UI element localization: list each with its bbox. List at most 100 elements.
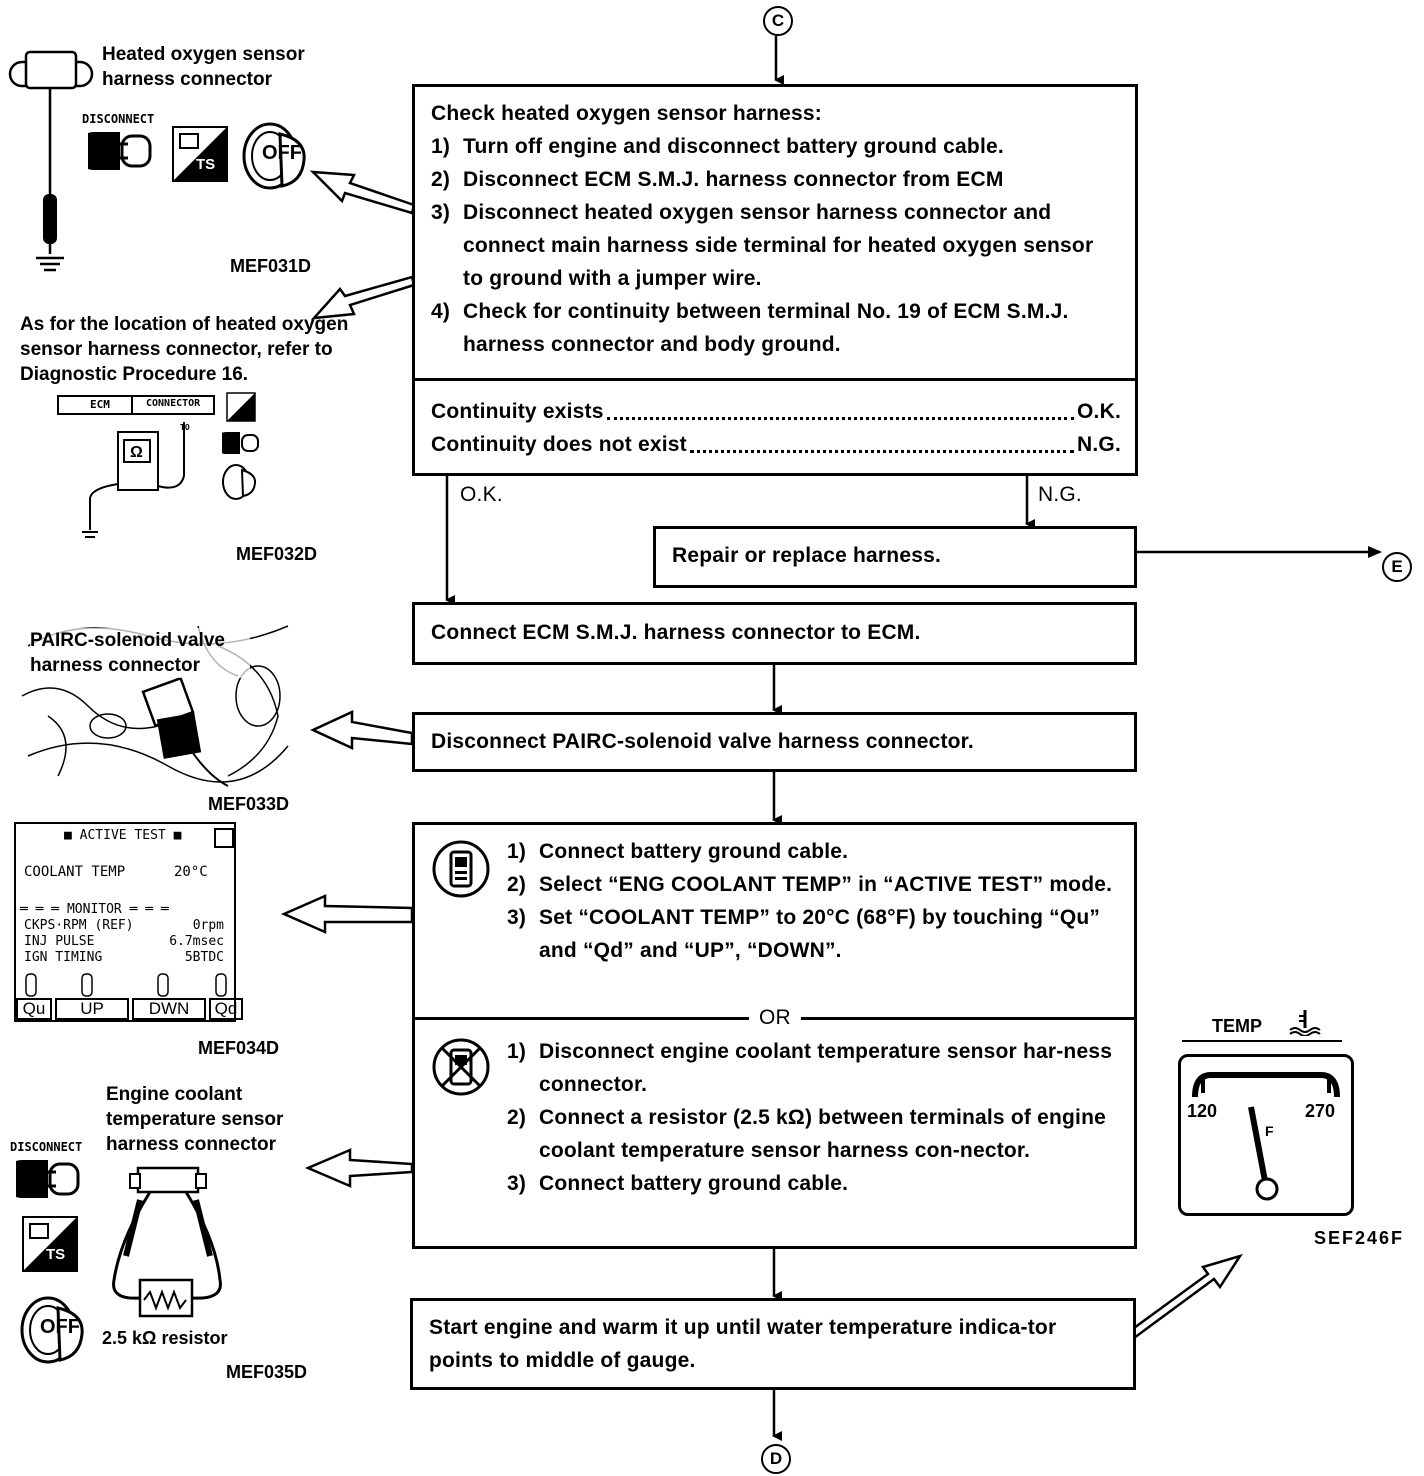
monitor-value: 5BTDC — [184, 950, 224, 965]
up-button[interactable]: UP — [55, 998, 129, 1020]
list-text: Connect a resistor (2.5 kΩ) between term… — [539, 1106, 1106, 1162]
list-item: 2) Connect a resistor (2.5 kΩ) between te… — [507, 1101, 1121, 1167]
screen-button-row: Qu UP DWN Qd — [16, 998, 243, 1020]
small-disconnect-icon — [222, 432, 259, 454]
list-item: 2)Select “ENG COOLANT TEMP” in “ACTIVE T… — [507, 868, 1117, 901]
fig5-code: MEF035D — [226, 1362, 308, 1382]
list-item: 3) Set “COOLANT TEMP” to 20°C (68°F) by t… — [507, 901, 1117, 967]
branch-ng-label: N.G. — [1038, 483, 1082, 506]
fig1-code: MEF031D — [230, 256, 312, 276]
step2-text: Connect ECM S.M.J. harness connector to … — [431, 621, 921, 644]
finger-touch-icon — [25, 973, 227, 997]
down-button[interactable]: DWN — [132, 998, 206, 1020]
connector-d: D — [761, 1444, 791, 1474]
pointer-arrow-fig1 — [309, 170, 416, 215]
to-label: TO — [180, 423, 190, 432]
ts-label-2: TS — [46, 1246, 66, 1263]
fig1-disconnect-label: DISCONNECT — [82, 112, 155, 126]
qu-button[interactable]: Qu — [16, 998, 52, 1020]
list-num: 4) — [431, 300, 451, 323]
step3-text: Disconnect PAIRC-solenoid valve harness … — [431, 730, 974, 753]
list-num: 2) — [507, 1106, 527, 1129]
consult-screen: ■ ACTIVE TEST ■ COOLANT TEMP 20°C ═ ═ ═ … — [14, 822, 243, 1022]
fig5-disconnect-label: DISCONNECT — [10, 1140, 83, 1154]
pointer-arrow-gauge — [1132, 1253, 1243, 1341]
list-item: 4)Check for continuity between terminal … — [431, 295, 1135, 361]
list-text: Disconnect engine coolant temperature se… — [539, 1040, 1113, 1096]
gauge-high-label: 270 — [1305, 1101, 1336, 1121]
list-text: Select “ENG COOLANT TEMP” in “ACTIVE TES… — [539, 873, 1113, 896]
list-text: Set “COOLANT TEMP” to 20°C (68°F) by tou… — [539, 906, 1101, 962]
connector-e: E — [1382, 552, 1412, 582]
ignition-off-icon — [242, 122, 306, 190]
step4-box: 1)Connect battery ground cable. 2)Select… — [412, 822, 1137, 1249]
list-text: Turn off engine and disconnect battery g… — [463, 135, 1004, 158]
step5-text: Start engine and warm it up until water … — [429, 1316, 1057, 1372]
list-text: Disconnect heated oxygen sensor harness … — [463, 201, 1094, 290]
list-item: 3) Connect battery ground cable. — [507, 1167, 1121, 1200]
pointer-arrow-fig2 — [310, 275, 416, 320]
monitor-key: INJ PULSE — [24, 934, 95, 949]
gauge-title-underline — [1182, 1040, 1342, 1042]
repair-text: Repair or replace harness. — [672, 544, 941, 567]
small-ignition-off-icon — [222, 464, 257, 500]
repair-box: Repair or replace harness. — [653, 526, 1137, 588]
fig5-label: Engine coolant temperature sensor harnes… — [106, 1084, 284, 1155]
list-text: Connect battery ground cable. — [539, 840, 849, 863]
list-text: Connect battery ground cable. — [539, 1172, 849, 1195]
monitor-key: IGN TIMING — [24, 950, 103, 965]
list-num: 1) — [507, 1040, 527, 1063]
step3-box: Disconnect PAIRC-solenoid valve harness … — [412, 712, 1137, 772]
coolant-temp-value: 20°C — [174, 864, 208, 880]
temp-gauge: 120 270 F — [1178, 1054, 1354, 1216]
list-item: 2) Disconnect ECM S.M.J. harness connecto… — [431, 163, 1135, 196]
resistor-label: 2.5 kΩ resistor — [102, 1328, 228, 1348]
step1-title: Check heated oxygen sensor harness: — [431, 102, 822, 125]
list-num: 1) — [507, 840, 527, 863]
qd-button[interactable]: Qd — [209, 998, 243, 1020]
gauge-code: SEF246F — [1314, 1228, 1405, 1248]
step5-box: Start engine and warm it up until water … — [410, 1298, 1136, 1390]
connector-label: CONNECTOR — [146, 398, 201, 409]
list-num: 1) — [431, 135, 451, 158]
list-item: 1) Disconnect engine coolant temperature … — [507, 1035, 1121, 1101]
off-label-2: OFF — [40, 1316, 80, 1338]
screen-corner-box[interactable] — [214, 828, 234, 848]
ohm-symbol: Ω — [130, 444, 143, 461]
monitor-header: ═ ═ ═ MONITOR ═ ═ ═ — [20, 902, 169, 917]
list-num: 2) — [431, 168, 451, 191]
list-item: 3)Disconnect heated oxygen sensor harnes… — [431, 196, 1135, 295]
or-label: OR — [749, 1001, 801, 1034]
fig4-code: MEF034D — [198, 1038, 280, 1058]
result-ok-label: Continuity exists — [431, 400, 604, 423]
fig1-label: Heated oxygen sensor harness connector — [102, 44, 305, 90]
list-item: 1) Turn off engine and disconnect battery… — [431, 130, 1135, 163]
gauge-face — [1192, 1072, 1340, 1201]
list-text: Disconnect ECM S.M.J. harness connector … — [463, 168, 1004, 191]
fig2-label: As for the location of heated oxygen sen… — [20, 314, 349, 385]
no-consult-icon — [432, 1038, 490, 1096]
list-num: 3) — [507, 906, 527, 929]
monitor-text: MONITOR — [66, 902, 122, 917]
list-item: 1) Connect battery ground cable. — [507, 835, 1117, 868]
result-ng-value: N.G. — [1077, 433, 1121, 456]
monitor-value: 6.7msec — [169, 934, 224, 949]
tools-ts-icon-2 — [22, 1216, 78, 1272]
ts-label: TS — [196, 156, 216, 173]
disconnect-icon-2 — [16, 1160, 80, 1198]
off-label: OFF — [262, 142, 302, 164]
active-test-title: ■ ACTIVE TEST ■ — [64, 828, 182, 843]
branch-ok-label: O.K. — [460, 483, 503, 506]
step1-divider — [415, 378, 1135, 381]
small-tools-icon — [226, 392, 256, 422]
gauge-low-label: 120 — [1187, 1101, 1218, 1121]
list-num: 3) — [507, 1172, 527, 1195]
pointer-arrow-fig5 — [304, 1148, 414, 1188]
disconnect-icon — [88, 132, 152, 170]
resistor-connector-illustration — [112, 1166, 222, 1318]
step1-box: Check heated oxygen sensor harness: 1) Tu… — [412, 84, 1138, 476]
